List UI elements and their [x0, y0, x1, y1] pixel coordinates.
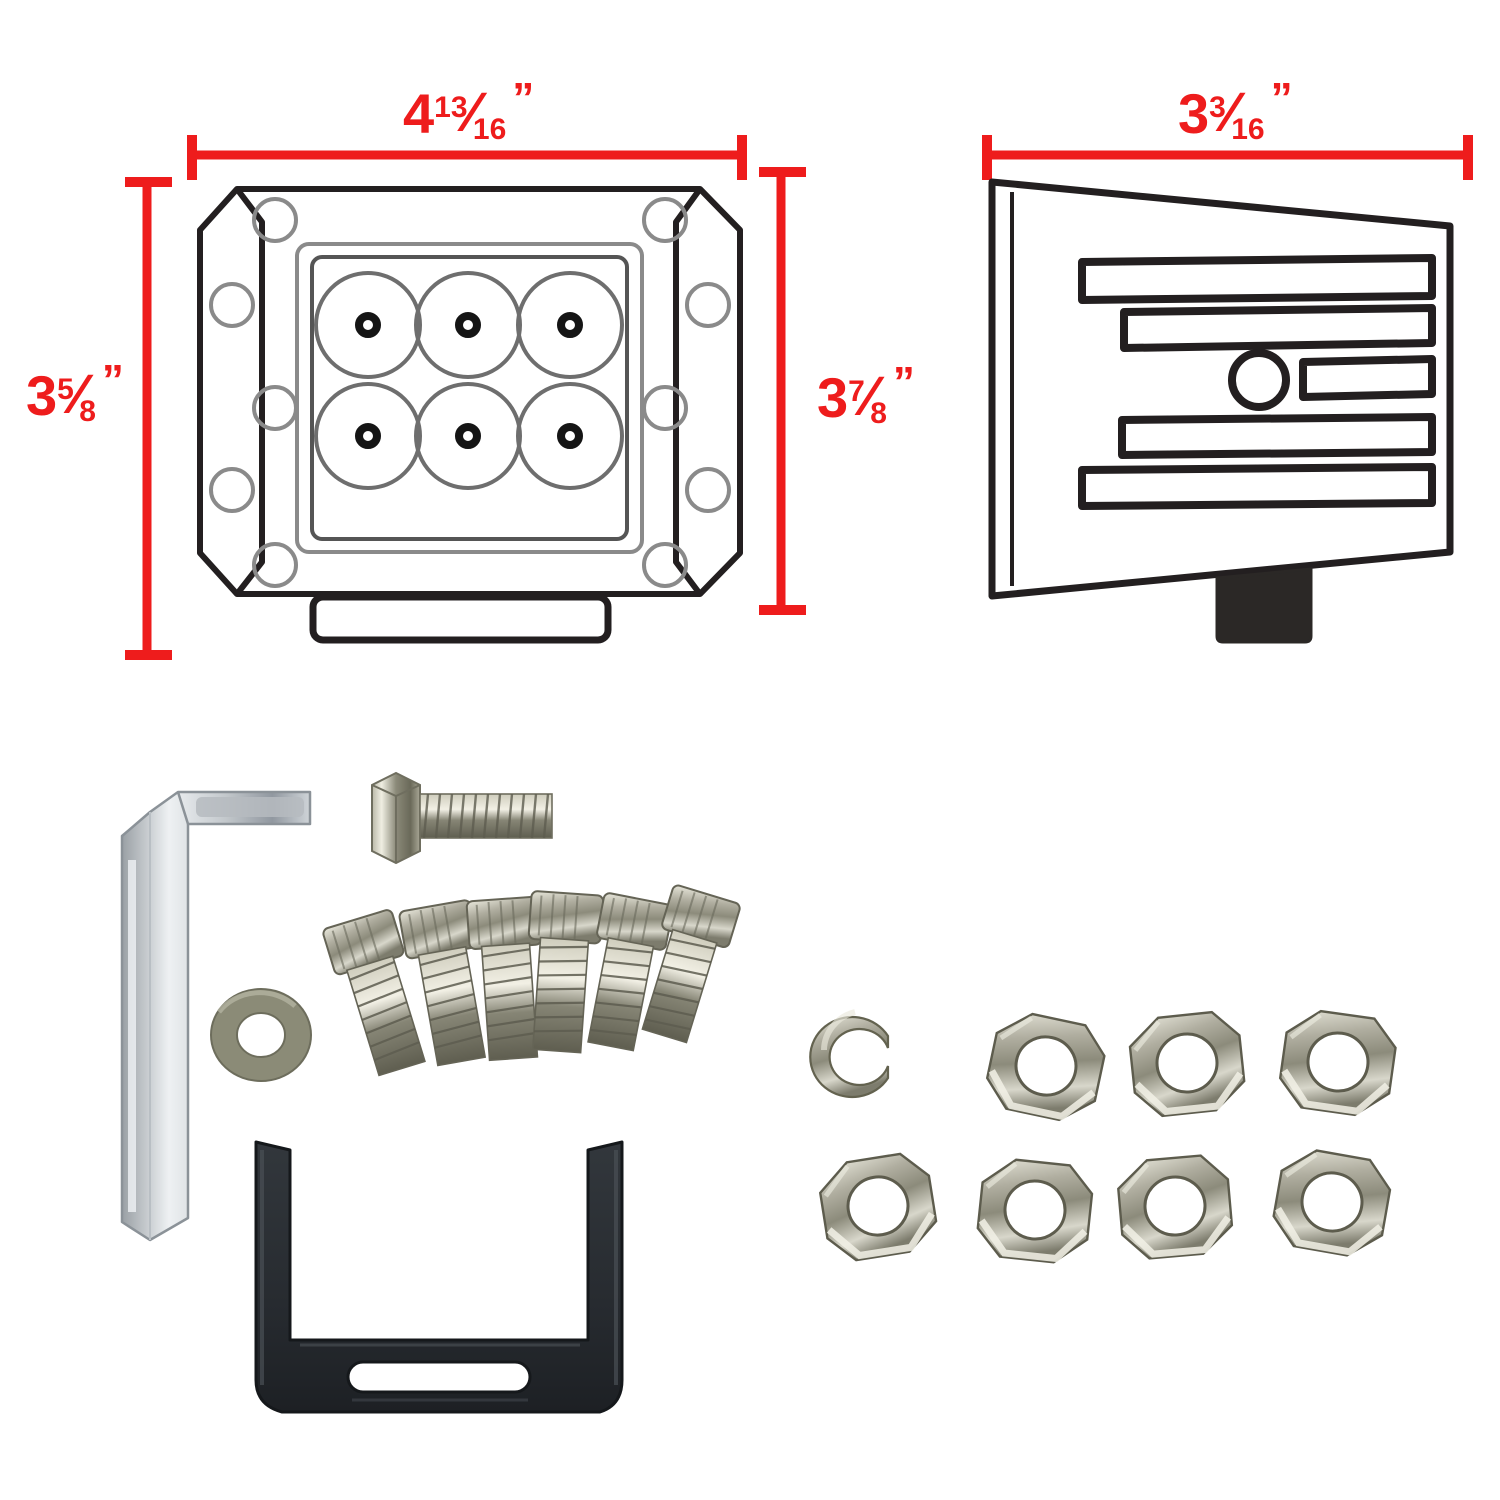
fin — [1120, 304, 1436, 352]
screw-hole — [642, 542, 688, 588]
dim-whole: 3 — [26, 364, 58, 427]
dimension-lines — [125, 135, 1473, 660]
hex-nut — [1117, 1154, 1234, 1260]
led-array — [314, 271, 624, 490]
dim-label-side-depth: 33⁄16” — [1178, 74, 1293, 146]
screw-hole — [252, 197, 298, 243]
dim-unit: ” — [1270, 74, 1293, 123]
side-view — [988, 178, 1454, 644]
screw-holes — [209, 197, 731, 588]
socket-cap-bolt — [398, 899, 487, 1067]
dim-denominator: 8 — [79, 395, 96, 428]
fin — [1078, 463, 1436, 510]
dim-unit: ” — [101, 356, 124, 405]
hex-nut — [976, 1158, 1094, 1264]
dim-denominator: 8 — [870, 397, 887, 430]
led-emitter — [516, 382, 624, 490]
dim-numerator: 3 — [1209, 91, 1226, 124]
socket-cap-bolt — [465, 895, 543, 1062]
hex-nut — [818, 1152, 938, 1262]
dim-label-front-width: 413⁄16” — [403, 74, 535, 146]
dim-numerator: 13 — [434, 91, 468, 124]
dim-whole: 3 — [1178, 82, 1210, 145]
bezel-outer — [295, 242, 644, 554]
dim-front-width — [187, 135, 747, 180]
dim-side-depth — [982, 135, 1473, 180]
hex-nut — [985, 1012, 1106, 1122]
front-view — [197, 186, 743, 644]
fin — [1078, 254, 1436, 304]
screw-hole — [209, 467, 255, 513]
screw-hole — [642, 197, 688, 243]
allen-wrench — [120, 790, 312, 1242]
housing-outline — [197, 186, 743, 597]
hex-nut — [1272, 1149, 1392, 1257]
side-housing-outline — [988, 178, 1454, 600]
screw-hole — [252, 542, 298, 588]
bracket-slot — [346, 1360, 532, 1394]
dim-label-body-height: 37⁄8” — [817, 358, 915, 430]
split-lock-washer — [809, 1009, 890, 1099]
led-emitter — [314, 382, 422, 490]
bezel-inner — [310, 255, 629, 541]
screw-hole — [685, 467, 731, 513]
dim-numerator: 5 — [57, 373, 74, 406]
flat-washer — [210, 988, 312, 1082]
dim-unit: ” — [512, 74, 535, 123]
screw-hole — [209, 282, 255, 328]
led-emitter — [314, 271, 422, 379]
led-emitter — [516, 271, 624, 379]
heat-sink-fins — [1078, 254, 1436, 510]
socket-cap-bolt — [322, 909, 426, 1077]
screw-hole — [642, 385, 688, 431]
mounting-tab — [309, 593, 612, 644]
dim-whole: 4 — [403, 82, 435, 145]
dim-body-height — [759, 167, 806, 615]
dim-whole: 3 — [817, 366, 849, 429]
dim-label-front-height: 35⁄8” — [26, 356, 124, 428]
fin — [1118, 413, 1436, 459]
dim-denominator: 16 — [472, 113, 507, 146]
dim-numerator: 7 — [848, 375, 865, 408]
socket-cap-bolt — [587, 892, 674, 1052]
screw-hole — [685, 282, 731, 328]
socket-cap-bolt — [527, 890, 605, 1054]
mounting-stud — [1215, 567, 1313, 644]
dim-denominator: 16 — [1231, 113, 1265, 146]
u-mount-bracket — [254, 1140, 624, 1414]
hex-nut — [1278, 1009, 1397, 1117]
dim-front-height — [125, 177, 172, 660]
socket-cap-bolt — [641, 884, 741, 1044]
hex-nuts — [818, 1009, 1397, 1264]
screw-hole — [252, 385, 298, 431]
fin — [1299, 355, 1436, 401]
adjust-knob-icon — [1228, 349, 1290, 411]
hex-bolt — [371, 771, 553, 865]
dim-unit: ” — [892, 358, 915, 407]
hex-nut — [1128, 1010, 1246, 1118]
socket-cap-bolts — [322, 884, 741, 1077]
